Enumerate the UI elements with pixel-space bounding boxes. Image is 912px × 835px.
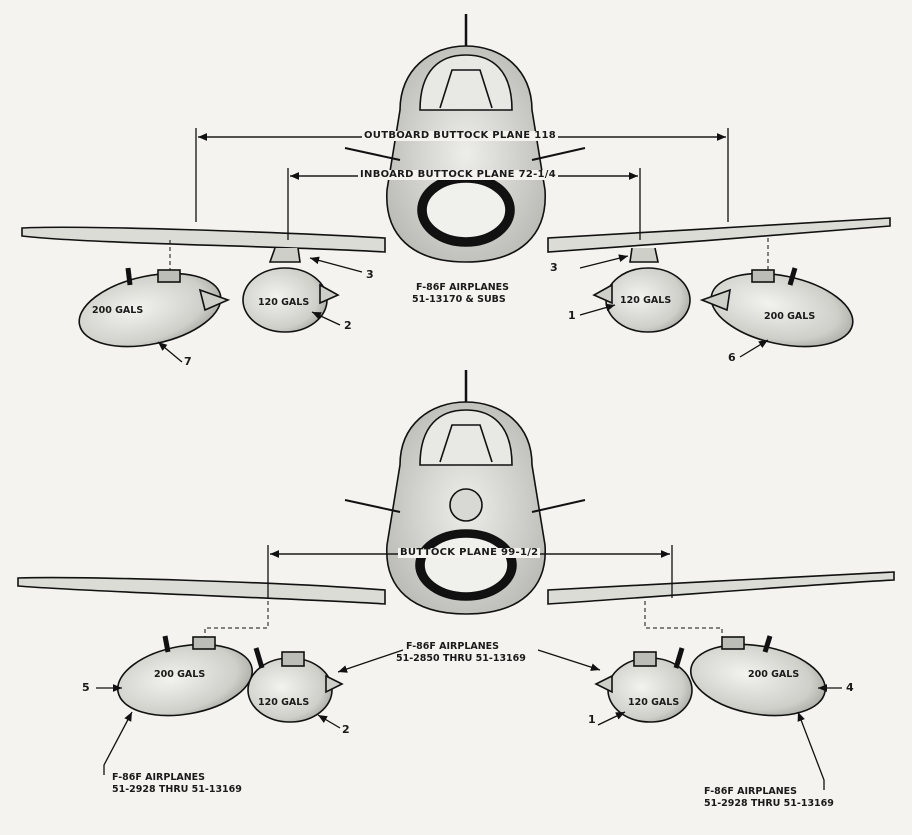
bottom-center-note-line2: 51-2850 THRU 51-13169 xyxy=(396,653,526,664)
callout-2-top: 2 xyxy=(344,319,352,332)
top-tanks xyxy=(78,267,854,348)
tank-120-bottom-left xyxy=(247,647,344,723)
tank-120-top-left xyxy=(242,267,340,333)
callout-2-bottom: 2 xyxy=(342,723,350,736)
callout-3-right: 3 xyxy=(550,261,558,274)
bottom-left-note-line1: F-86F AIRPLANES xyxy=(112,772,206,783)
tank-200-top-right-label: 200 GALS xyxy=(764,311,816,322)
tank-120-bottom-right-label: 120 GALS xyxy=(628,697,680,708)
callout-7: 7 xyxy=(184,355,192,368)
top-airplanes-note-line1: F-86F AIRPLANES xyxy=(416,282,510,293)
top-airplanes-note-line2: 51-13170 & SUBS xyxy=(412,294,506,305)
callout-3-left: 3 xyxy=(366,268,374,281)
bottom-callouts xyxy=(96,649,842,790)
top-left-wing xyxy=(21,226,386,253)
top-callouts xyxy=(157,254,769,363)
top-aircraft xyxy=(21,14,891,275)
tank-200-bottom-left xyxy=(116,635,254,717)
bottom-left-note-line2: 51-2928 THRU 51-13169 xyxy=(112,784,242,795)
tank-120-top-right-label: 120 GALS xyxy=(620,295,672,306)
outboard-buttock-label: OUTBOARD BUTTOCK PLANE 118 xyxy=(362,130,558,141)
bottom-right-note-line2: 51-2928 THRU 51-13169 xyxy=(704,798,834,809)
tank-200-top-left xyxy=(78,267,231,348)
bottom-aircraft xyxy=(17,370,895,640)
callout-1-bottom: 1 xyxy=(588,713,596,726)
inboard-buttock-label: INBOARD BUTTOCK PLANE 72-1/4 xyxy=(358,169,559,180)
tank-200-top-right xyxy=(699,267,854,348)
buttock-plane-label: BUTTOCK PLANE 99-1/2 xyxy=(398,547,541,558)
tank-120-top-right xyxy=(592,267,691,333)
top-right-wing xyxy=(547,217,891,253)
tank-200-top-left-label: 200 GALS xyxy=(92,305,144,316)
callout-4: 4 xyxy=(846,681,854,694)
bottom-center-note-line1: F-86F AIRPLANES xyxy=(406,641,500,652)
callout-6: 6 xyxy=(728,351,736,364)
tank-120-bottom-right xyxy=(594,647,693,723)
tank-200-bottom-right xyxy=(689,635,827,717)
bottom-tanks xyxy=(116,635,827,723)
callout-1-top: 1 xyxy=(568,309,576,322)
top-canopy-frame xyxy=(439,69,493,109)
bottom-right-note-line1: F-86F AIRPLANES xyxy=(704,786,798,797)
tank-200-bottom-right-label: 200 GALS xyxy=(748,669,800,680)
tank-120-bottom-left-label: 120 GALS xyxy=(258,697,310,708)
tank-200-bottom-left-label: 200 GALS xyxy=(154,669,206,680)
tank-120-top-left-label: 120 GALS xyxy=(258,297,310,308)
top-intake-inner xyxy=(425,181,507,239)
callout-5: 5 xyxy=(82,681,90,694)
